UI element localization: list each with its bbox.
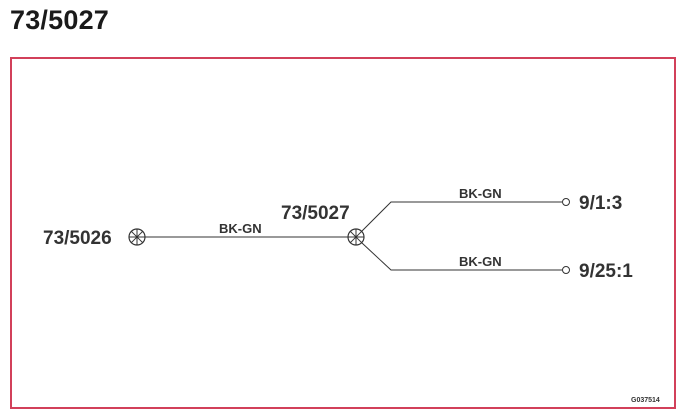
terminal-bottom-label: 9/25:1 (579, 261, 633, 282)
terminal-top-symbol (562, 198, 570, 206)
figure-id: G037514 (631, 397, 660, 404)
bottom-branch-wire-label: BK-GN (459, 254, 502, 269)
top-branch-wire (361, 201, 562, 232)
center-splice-label: 73/5027 (281, 203, 350, 224)
left-splice-label: 73/5026 (43, 228, 112, 249)
center-splice-symbol (347, 228, 365, 246)
page-title: 73/5027 (10, 5, 109, 35)
bottom-branch-wire (361, 242, 562, 271)
main-wire-label: BK-GN (219, 221, 262, 236)
left-splice-symbol (128, 228, 146, 246)
terminal-bottom-symbol (562, 266, 570, 274)
diagram-frame (10, 57, 676, 409)
top-branch-wire-label: BK-GN (459, 186, 502, 201)
terminal-top-label: 9/1:3 (579, 193, 622, 214)
